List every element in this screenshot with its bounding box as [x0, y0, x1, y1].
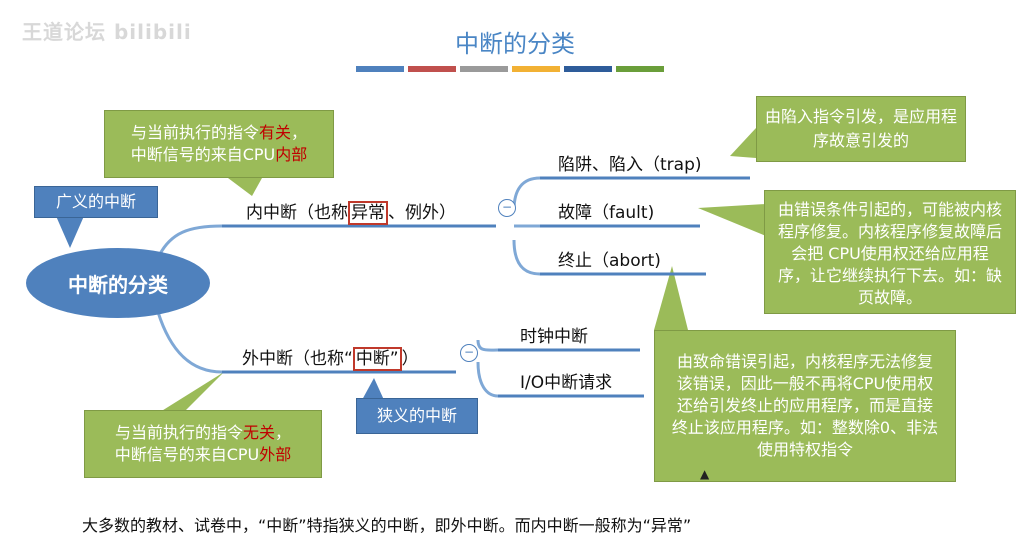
- page-title: 中断的分类: [455, 30, 575, 58]
- node-fault[interactable]: 故障（fault): [558, 203, 655, 223]
- node-clock-interrupt[interactable]: 时钟中断: [520, 327, 588, 347]
- branch-internal: [156, 224, 223, 259]
- color-bar-segment: [356, 66, 404, 72]
- node-internal-interrupt[interactable]: 内中断（也称异常、例外）: [246, 201, 456, 225]
- collapse-internal-button[interactable]: −: [498, 199, 516, 217]
- node-trap[interactable]: 陷阱、陷入（trap): [558, 155, 702, 175]
- narrow-pointer: [362, 378, 384, 400]
- note-fault-pointer: [698, 204, 766, 236]
- mouse-cursor-icon: ▲: [700, 467, 710, 481]
- color-bar-segment: [460, 66, 508, 72]
- branch-external: [156, 311, 223, 374]
- color-bar-segment: [616, 66, 664, 72]
- narrow-interrupt-label: 狭义的中断: [356, 398, 478, 434]
- node-abort[interactable]: 终止（abort): [558, 251, 661, 271]
- note-external: 与当前执行的指令无关， 中断信号的来自CPU外部: [84, 410, 322, 478]
- watermark: 王道论坛 bilibili: [22, 20, 192, 44]
- color-bar-segment: [408, 66, 456, 72]
- color-bar-segment: [512, 66, 560, 72]
- note-trap: 由陷入指令引发，是应用程序故意引发的: [756, 96, 966, 162]
- note-internal: 与当前执行的指令有关， 中断信号的来自CPU内部: [104, 110, 334, 178]
- broad-pointer: [56, 216, 84, 248]
- node-io-interrupt[interactable]: I/O中断请求: [520, 373, 613, 393]
- note-internal-pointer: [228, 178, 262, 196]
- note-abort: 由致命错误引起，内核程序无法修复该错误，因此一般不再将CPU使用权还给引发终止的…: [654, 330, 956, 482]
- note-abort-pointer: [654, 266, 688, 330]
- node-external-interrupt[interactable]: 外中断（也称“中断”）: [242, 347, 419, 371]
- broad-interrupt-label: 广义的中断: [34, 186, 158, 218]
- collapse-external-button[interactable]: −: [460, 344, 478, 362]
- note-external-pointer: [160, 372, 224, 412]
- note-trap-pointer: [730, 128, 756, 158]
- footer-note: 大多数的教材、试卷中，“中断”特指狭义的中断，即外中断。而内中断一般称为“异常”: [82, 516, 692, 535]
- note-fault: 由错误条件引起的，可能被内核程序修复。内核程序修复故障后会把 CPU使用权还给应…: [764, 190, 1016, 314]
- center-node[interactable]: 中断的分类: [26, 248, 210, 318]
- color-bar-segment: [564, 66, 612, 72]
